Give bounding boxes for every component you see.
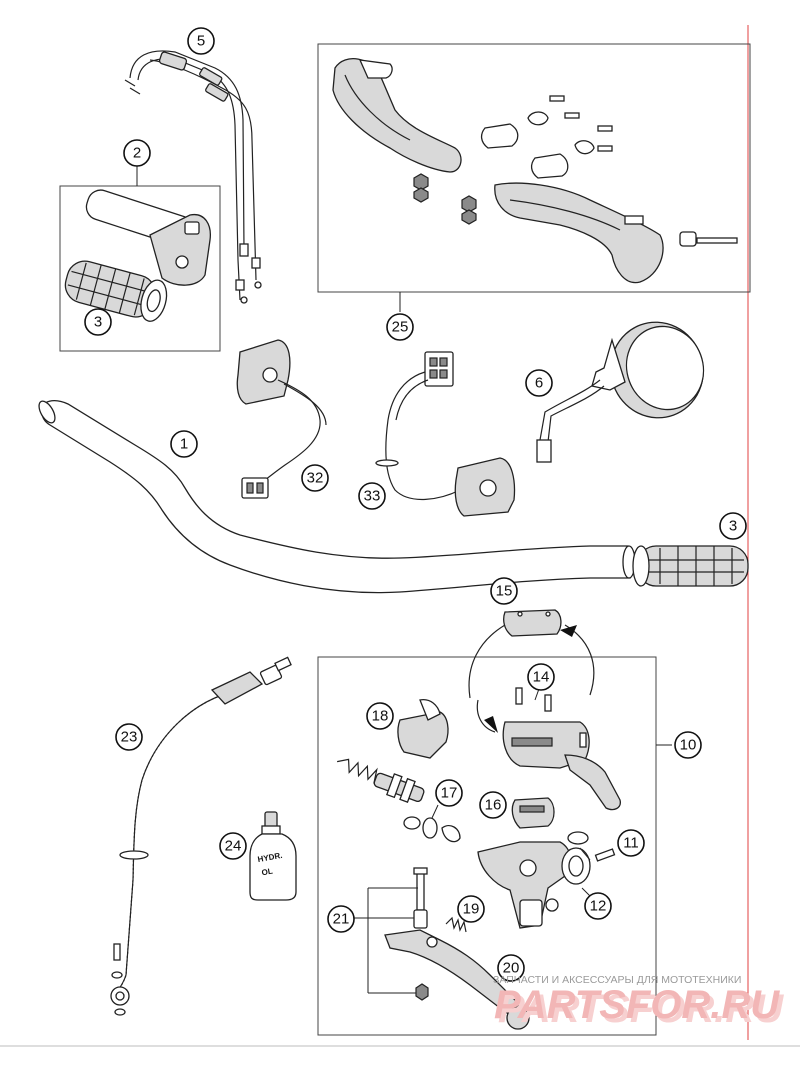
throttle-grip-assembly [59,165,221,352]
hydraulic-oil-bottle: HYDR. OL [249,811,297,901]
callout-5-label: 5 [197,33,205,50]
callout-33-label: 33 [364,488,381,505]
callout-25: 25 [386,313,414,341]
callout-24: 24 [219,832,247,860]
callout-17: 17 [435,779,463,807]
callout-6-label: 6 [535,375,543,392]
callout-17-label: 17 [441,785,458,802]
callout-15-label: 15 [496,583,513,600]
callout-32: 32 [301,464,329,492]
oil-label-line2: OL [261,867,274,878]
callout-18: 18 [366,702,394,730]
kill-switch [236,339,327,499]
right-grip [632,545,749,587]
callout-5: 5 [187,27,215,55]
handlebar [38,400,636,594]
callout-20-label: 20 [503,960,520,977]
callout-10: 10 [674,731,702,759]
callout-16: 16 [479,791,507,819]
callout-15: 15 [490,577,518,605]
callout-25-label: 25 [392,319,409,336]
callout-11-label: 12 [590,898,607,915]
callout-19-label: 19 [463,901,480,918]
mirror [536,321,705,463]
callout-2: 2 [123,139,151,167]
callout-18-label: 18 [372,708,389,725]
callout-23-label: 23 [121,729,138,746]
callout-20: 20 [497,954,525,982]
clutch-cable [110,656,292,1016]
callout-10-label: 10 [680,737,697,754]
throttle-cables [124,50,262,304]
callout-12-label: 11 [623,835,639,852]
callout-3-right: 3 [719,512,747,540]
oil-label-line1: HYDR. [257,851,283,864]
callout-14: 14 [527,663,555,691]
callout-19: 19 [457,895,485,923]
callout-24-label: 24 [225,838,242,855]
handguard-kit [317,43,751,312]
callout-3-grip-box: 3 [84,308,112,336]
callout-1: 1 [170,430,198,458]
callout-14-label: 14 [533,669,550,686]
callout-21: 21 [327,905,355,933]
callout-32-label: 32 [307,470,324,487]
light-switch [375,351,516,517]
callout-2-label: 2 [133,145,141,162]
callout-21-label: 21 [333,911,350,928]
callout-12: 11 [617,829,645,857]
callout-6: 6 [525,369,553,397]
brake-master-cylinder-kit [317,609,672,1036]
watermark-brand: PARTSFOR.RU [494,983,780,1027]
callout-1-label: 1 [180,436,188,453]
callout-23: 23 [115,723,143,751]
watermark-brand-shadow: PARTSFOR.RU [498,987,784,1031]
watermark-tagline: ЗАПЧАСТИ И АКСЕССУАРЫ ДЛЯ МОТОТЕХНИКИ [493,974,741,986]
callout-33: 33 [358,482,386,510]
callout-3-label-b: 3 [729,518,737,535]
callout-11: 12 [584,892,612,920]
callout-16-label: 16 [485,797,502,814]
callout-3-label-a: 3 [94,314,102,331]
